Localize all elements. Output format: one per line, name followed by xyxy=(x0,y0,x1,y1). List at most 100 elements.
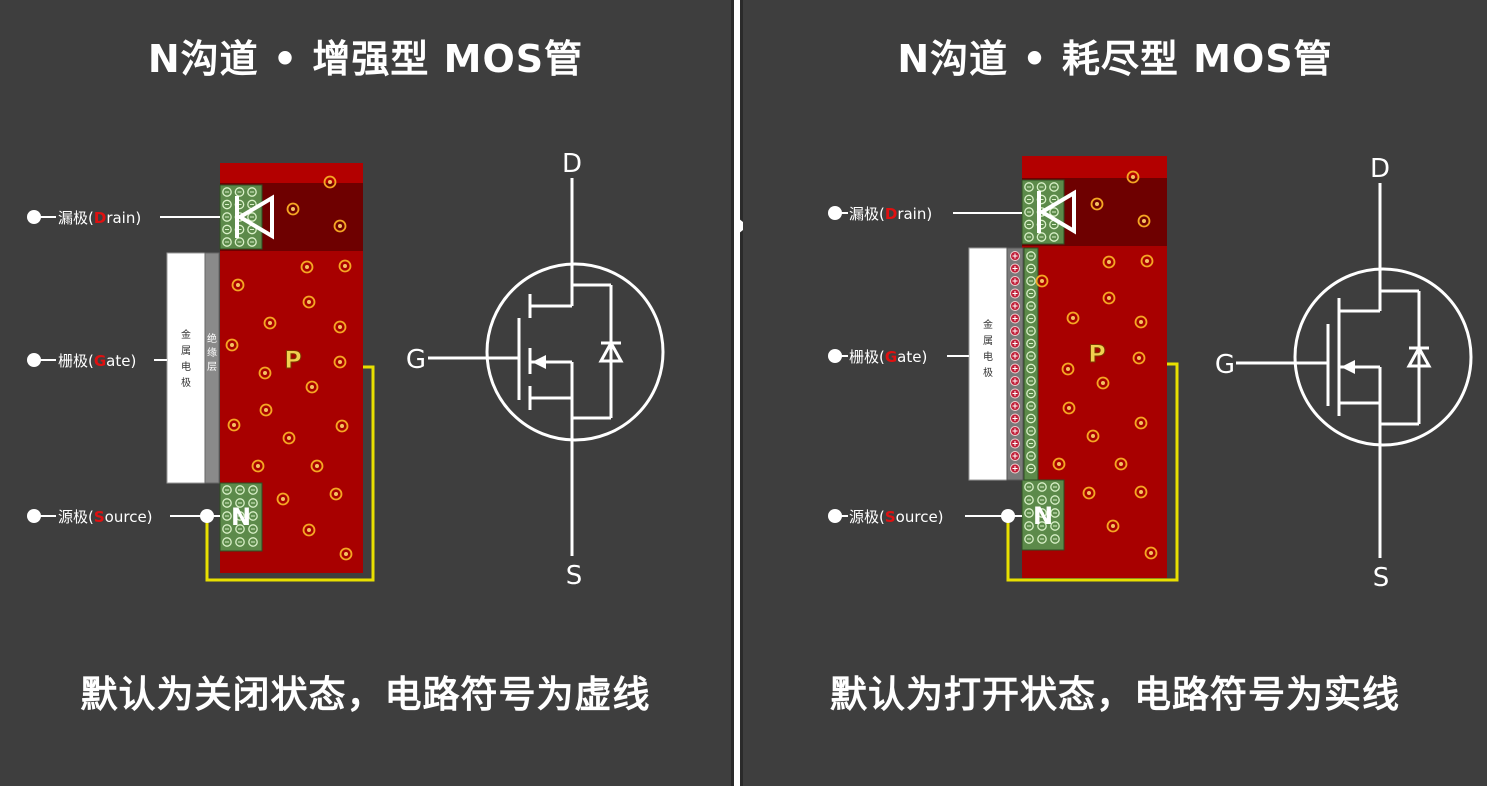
hole xyxy=(1144,546,1158,560)
electron xyxy=(1026,251,1036,261)
electron xyxy=(1024,521,1034,531)
electron xyxy=(1037,482,1047,492)
hole xyxy=(1086,429,1100,443)
svg-text:电: 电 xyxy=(983,350,993,363)
electron xyxy=(222,511,232,521)
electron xyxy=(222,187,232,197)
electron xyxy=(1026,276,1036,286)
hole xyxy=(323,175,337,189)
enhancement-panel: N沟道 • 增强型 MOS管 N P 金 属 电 极 xyxy=(0,0,731,786)
panel-divider xyxy=(731,0,743,786)
hole xyxy=(1134,315,1148,329)
hole xyxy=(251,459,265,473)
hole xyxy=(1106,519,1120,533)
depletion-mosfet-symbol xyxy=(1236,183,1473,558)
hole xyxy=(335,419,349,433)
electron xyxy=(1037,521,1047,531)
hole xyxy=(282,431,296,445)
electron xyxy=(1026,451,1036,461)
electron xyxy=(1026,326,1036,336)
hole xyxy=(1052,457,1066,471)
svg-text:缘: 缘 xyxy=(207,346,217,359)
electron xyxy=(1024,219,1034,230)
svg-text:属: 属 xyxy=(181,345,191,357)
source-label: 源极(Source) xyxy=(58,508,153,526)
svg-text:绝: 绝 xyxy=(207,332,217,345)
svg-text:极: 极 xyxy=(983,366,993,379)
electron xyxy=(248,511,258,521)
electron xyxy=(1024,207,1034,217)
gate-label: 栅极(Gate) xyxy=(58,352,136,370)
svg-text:极: 极 xyxy=(181,376,191,389)
electron xyxy=(1050,508,1060,518)
electron xyxy=(248,537,258,547)
electron xyxy=(222,199,232,210)
electron xyxy=(1026,288,1036,299)
electron xyxy=(1026,338,1036,349)
electron xyxy=(1026,376,1036,386)
depletion-panel: N沟道 • 耗尽型 MOS管 N P 金 属 电 极 xyxy=(743,0,1487,786)
hole xyxy=(1126,170,1140,184)
electron xyxy=(1050,534,1060,544)
symbol-source-letter: S xyxy=(566,561,583,591)
metal-electrode xyxy=(166,252,206,484)
n-region-letter: N xyxy=(231,503,251,531)
enhancement-caption: 默认为关闭状态，电路符号为虚线 xyxy=(80,673,651,716)
hole xyxy=(1140,254,1154,268)
electron xyxy=(1026,363,1036,374)
drain-label: 漏极(Drain) xyxy=(849,205,932,223)
electron xyxy=(222,224,232,235)
hole xyxy=(1114,457,1128,471)
electron xyxy=(247,212,257,222)
electron xyxy=(1049,207,1059,217)
electron xyxy=(1050,521,1060,531)
hole xyxy=(329,487,343,501)
electron xyxy=(1050,495,1060,505)
electron xyxy=(235,524,245,534)
metal-electrode-label: 金 属 电 极 xyxy=(181,328,191,389)
insulating-layer-label: 绝 缘 层 xyxy=(207,332,217,373)
electron xyxy=(1026,388,1036,399)
svg-text:层: 层 xyxy=(207,361,217,373)
electron xyxy=(1024,182,1034,192)
symbol-drain-letter: D xyxy=(562,149,582,179)
electron xyxy=(1026,426,1036,436)
electron xyxy=(1037,508,1047,518)
electron xyxy=(1026,413,1036,424)
hole xyxy=(1082,486,1096,500)
hole xyxy=(302,295,316,309)
gate-label: 栅极(Gate) xyxy=(849,348,927,366)
p-region-letter: P xyxy=(1088,340,1106,368)
electron xyxy=(1026,263,1036,274)
depletion-title: N沟道 • 耗尽型 MOS管 xyxy=(897,37,1333,81)
insulating-layer xyxy=(204,252,220,484)
symbol-source-letter: S xyxy=(1373,563,1390,593)
hole xyxy=(258,366,272,380)
drain-terminal-dot xyxy=(27,210,41,224)
electron xyxy=(222,212,232,222)
source-terminal-dot xyxy=(828,509,842,523)
enhancement-diagram: N P 金 属 电 极 绝 缘 层 xyxy=(27,149,665,591)
hole xyxy=(333,219,347,233)
hole xyxy=(338,259,352,273)
hole xyxy=(1102,291,1116,305)
hole xyxy=(286,202,300,216)
electron xyxy=(235,498,245,508)
depletion-diagram: N P 金 属 电 极 漏极(Drain) 栅极(Gate) 源极(So xyxy=(828,154,1473,593)
hole xyxy=(300,260,314,274)
electron xyxy=(222,485,232,495)
channel-arrow-icon xyxy=(532,355,546,369)
hole xyxy=(276,492,290,506)
hole xyxy=(1066,311,1080,325)
electron xyxy=(1026,351,1036,361)
electron xyxy=(248,498,258,508)
electron xyxy=(222,237,232,247)
svg-text:属: 属 xyxy=(983,335,993,347)
hole xyxy=(333,355,347,369)
hole xyxy=(339,547,353,561)
electron xyxy=(1026,463,1036,474)
source-terminal-dot xyxy=(27,509,41,523)
electron xyxy=(235,537,245,547)
hole xyxy=(225,338,239,352)
hole xyxy=(1096,376,1110,390)
